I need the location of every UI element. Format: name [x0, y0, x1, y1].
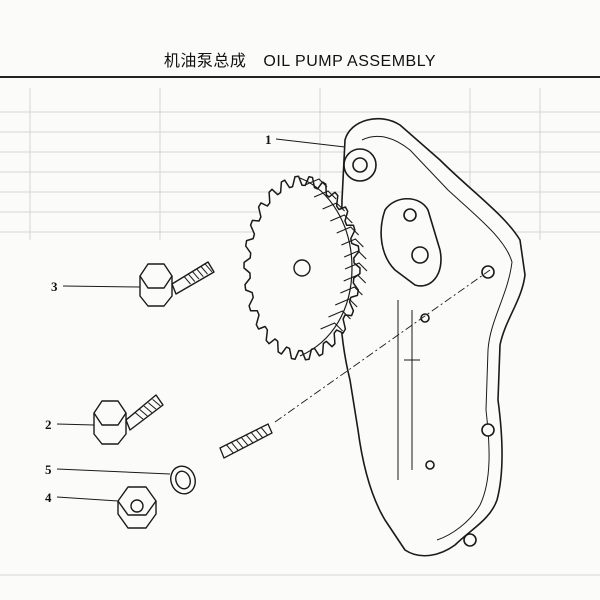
gear-tooth: [340, 286, 363, 296]
thread-line: [204, 263, 213, 273]
thread-line: [147, 402, 157, 410]
gear-tooth: [334, 298, 358, 308]
thread-line: [152, 399, 161, 407]
title-chinese: 机油泵总成: [163, 53, 247, 70]
thread-line: [192, 271, 200, 280]
thread-line: [183, 275, 191, 285]
page-title: 机油泵总成 OIL PUMP ASSEMBLY: [0, 47, 600, 71]
gear-tooth: [343, 274, 367, 284]
thread-line: [139, 409, 148, 417]
title-english: OIL PUMP ASSEMBLY: [263, 53, 437, 70]
thread-line: [231, 442, 239, 451]
long-bolt: [139, 261, 215, 307]
gear-tooth: [304, 178, 328, 188]
gear-tooth: [344, 262, 368, 272]
thread-line: [240, 436, 249, 446]
thread-line: [255, 429, 263, 438]
title-rule: [0, 76, 600, 78]
callout-4: 4: [45, 490, 52, 505]
thread-line: [134, 412, 144, 420]
thread-line: [260, 426, 268, 436]
thread-line: [196, 268, 204, 278]
callout-5: 5: [45, 462, 52, 477]
callout-3: 3: [51, 279, 58, 294]
thread-line: [250, 431, 258, 441]
gear-tooth: [328, 310, 351, 320]
thread-line: [200, 266, 208, 275]
thread-line: [143, 405, 153, 413]
short-bolt: [93, 394, 164, 445]
drive-gear: [243, 175, 368, 361]
pump-body: [339, 117, 526, 557]
thread-line: [187, 273, 196, 282]
callout-2: 2: [45, 417, 52, 432]
stud: [219, 423, 273, 459]
leader-lines: [56, 138, 346, 502]
assembly-axis: [274, 269, 491, 423]
washer: [170, 465, 196, 495]
gear-tooth: [322, 202, 345, 212]
gear-tooth: [320, 322, 343, 332]
gear-tooth: [336, 226, 360, 236]
callout-1: 1: [265, 132, 272, 147]
gear-tooth: [330, 214, 353, 224]
hex-nut: [117, 486, 157, 529]
gear-tooth: [313, 190, 337, 200]
gear-tooth: [341, 238, 364, 248]
gear-tooth: [343, 250, 367, 260]
thread-line: [226, 444, 234, 454]
thread-line: [236, 439, 244, 449]
thread-line: [245, 434, 254, 443]
